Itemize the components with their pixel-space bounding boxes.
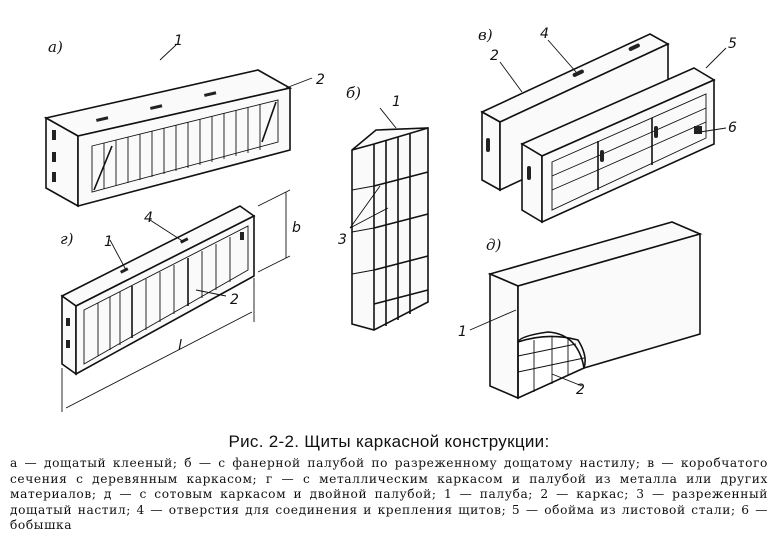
callout-v-2: 2 (490, 48, 499, 64)
panel-d-drawing (469, 221, 703, 400)
callout-b-1: 1 (392, 94, 401, 110)
callout-d-1: 1 (458, 324, 467, 340)
callout-g-1: 1 (104, 234, 113, 250)
callout-labels: 1 2 1 3 4 2 5 6 4 1 2 b l 1 2 (104, 26, 737, 398)
figure-caption: Рис. 2-2. Щиты каркасной конструкции: а … (0, 432, 778, 534)
formwork-panels-figure: а) б) в) г) д) 1 2 1 3 4 2 5 6 4 1 2 b l… (43, 26, 737, 412)
callout-g-2: 2 (230, 292, 239, 308)
panel-label-d: д) (486, 236, 502, 254)
panel-v-drawing (480, 33, 727, 224)
panel-g-drawing (60, 189, 291, 412)
panel-labels: а) б) в) г) д) (48, 26, 502, 254)
callout-a-2: 2 (316, 72, 325, 88)
caption-title: Рис. 2-2. Щиты каркасной конструкции: (228, 432, 550, 451)
panel-label-g: г) (60, 230, 74, 248)
callout-v-4: 4 (540, 26, 549, 42)
caption-legend: а — дощатый клееный; б — с фанерной палу… (10, 456, 768, 533)
callout-g-4: 4 (144, 210, 153, 226)
panel-label-v: в) (478, 26, 493, 44)
callout-b-3: 3 (338, 232, 347, 248)
callout-a-1: 1 (174, 33, 183, 49)
panel-b-drawing (349, 107, 429, 331)
panel-label-b: б) (346, 84, 361, 102)
callout-v-6: 6 (728, 120, 737, 136)
callout-g-b: b (292, 220, 301, 236)
callout-g-l: l (178, 338, 182, 354)
callout-d-2: 2 (576, 382, 585, 398)
callout-v-5: 5 (728, 36, 737, 52)
panel-label-a: а) (48, 38, 63, 56)
panel-a-drawing (43, 44, 313, 208)
